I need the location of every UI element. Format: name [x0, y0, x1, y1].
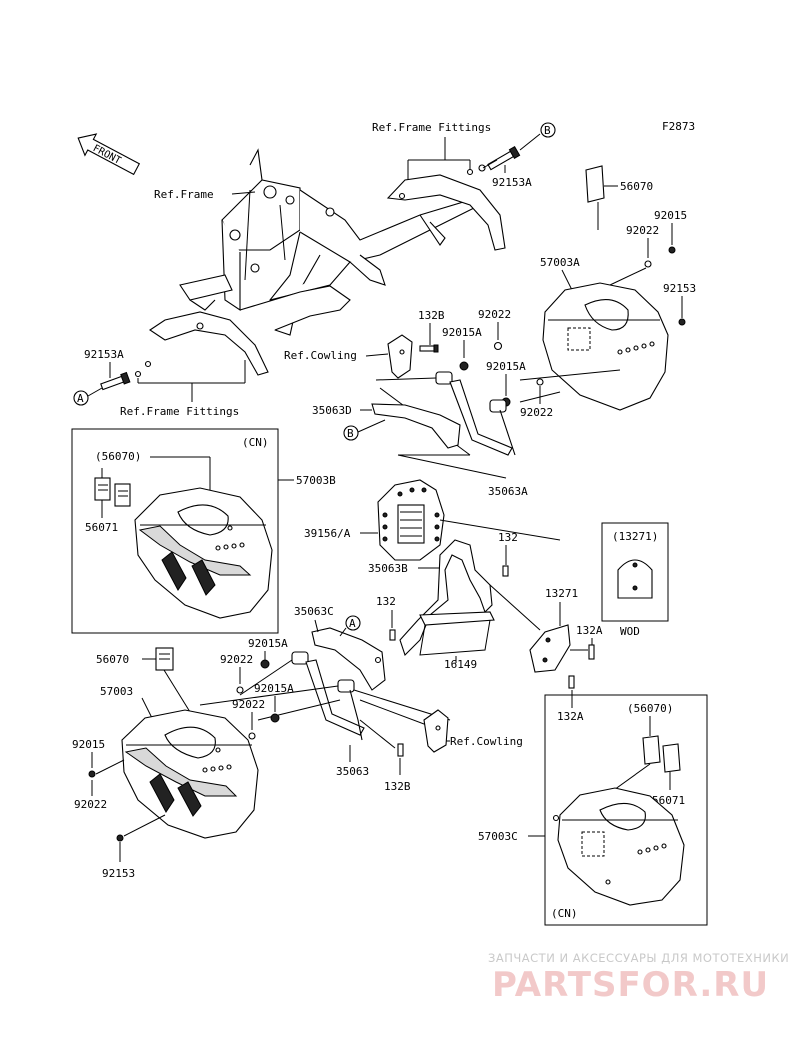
- label-ref-cowling-bottom: Ref.Cowling: [450, 735, 523, 748]
- callout-b-mid: B: [343, 425, 359, 441]
- saddlebag-57003a: [542, 282, 669, 411]
- label-ref-frame-fittings-bottom: Ref.Frame Fittings: [120, 405, 239, 418]
- label-92022-low: 92022: [220, 653, 253, 666]
- cn-box-top: [71, 428, 279, 634]
- support-stay-35063: [291, 651, 365, 741]
- label-132-a: 132: [498, 531, 518, 544]
- callout-a-left: A: [73, 390, 89, 406]
- front-arrow: FRONT: [77, 133, 141, 176]
- sticker-56070-low: [155, 647, 174, 671]
- label-92022-low3: 92022: [74, 798, 107, 811]
- saddlebag-57003b: [134, 487, 273, 619]
- cowling-bracket-bottom: [423, 709, 449, 753]
- bolt-132a-b: [568, 675, 575, 689]
- label-57003b: 57003B: [296, 474, 336, 487]
- label-cn-top: (CN): [242, 436, 269, 449]
- svg-text:A: A: [349, 617, 356, 630]
- frame-fitting-rear: [386, 174, 506, 251]
- saddlebag-57003: [121, 709, 259, 839]
- label-56070-cn: (56070): [95, 450, 141, 463]
- label-132b-top: 132B: [418, 309, 445, 322]
- watermark-line2: PARTSFOR.RU: [492, 965, 769, 1005]
- bolt-132-a: [502, 565, 509, 577]
- label-92022-low2: 92022: [232, 698, 265, 711]
- sticker-56070-top: [585, 165, 605, 203]
- label-132b-low: 132B: [384, 780, 411, 793]
- saddlebag-57003c: [552, 787, 685, 906]
- label-39156a: 39156/A: [304, 527, 351, 540]
- label-cn-bottom: (CN): [551, 907, 578, 920]
- label-92015a-mid: 92015A: [442, 326, 482, 339]
- bolt-92153a-left: [100, 371, 131, 391]
- label-57003a: 57003A: [540, 256, 580, 269]
- diagram-code: F2873: [662, 120, 695, 133]
- svg-text:B: B: [544, 124, 551, 137]
- backrest-pad-39156a: [377, 479, 445, 561]
- label-35063d: 35063D: [312, 404, 352, 417]
- label-35063b: 35063B: [368, 562, 408, 575]
- label-92015-top: 92015: [654, 209, 687, 222]
- bolt-132b-top: [419, 344, 439, 353]
- stickers-56070-56071-box: [642, 735, 681, 773]
- cn-box-bottom: [544, 694, 708, 926]
- label-57003: 57003: [100, 685, 133, 698]
- plate-13271-wod: [617, 559, 653, 599]
- label-13271: 13271: [545, 587, 578, 600]
- bracket-35063c: [311, 627, 386, 691]
- bolt-132a-a: [588, 644, 595, 660]
- label-56070-box: (56070): [627, 702, 673, 715]
- label-92153-low: 92153: [102, 867, 135, 880]
- label-wod: WOD: [620, 625, 640, 638]
- label-92015-low: 92015: [72, 738, 105, 751]
- label-92153-top: 92153: [663, 282, 696, 295]
- label-16149: 16149: [444, 658, 477, 671]
- label-ref-frame: Ref.Frame: [154, 188, 214, 201]
- label-92022-top: 92022: [626, 224, 659, 237]
- watermark-line1: ЗАПЧАСТИ И АКСЕССУАРЫ ДЛЯ МОТОТЕХНИКИ: [488, 951, 789, 965]
- stickers-56070-56071-cn: [94, 477, 131, 507]
- label-ref-cowling-top: Ref.Cowling: [284, 349, 357, 362]
- label-92015a-low2: 92015A: [254, 682, 294, 695]
- label-35063: 35063: [336, 765, 369, 778]
- label-132a-a: 132A: [576, 624, 603, 637]
- frame-fitting-front: [149, 311, 269, 376]
- label-ref-frame-fittings-top: Ref.Frame Fittings: [372, 121, 491, 134]
- backrest-frame-35063b: [399, 539, 495, 657]
- label-132a-b: 132A: [557, 710, 584, 723]
- label-35063a: 35063A: [488, 485, 528, 498]
- label-56071-box: 56071: [652, 794, 685, 807]
- label-92153a-top: 92153A: [492, 176, 532, 189]
- support-stay-35063a: [435, 371, 516, 456]
- label-56071-cn: 56071: [85, 521, 118, 534]
- bracket-35063d: [371, 403, 461, 449]
- label-56070-top: 56070: [620, 180, 653, 193]
- callout-a-mid: A: [345, 615, 361, 631]
- callout-b-top: B: [540, 122, 556, 138]
- bolt-132b-low: [397, 743, 404, 757]
- cowling-bracket-top: [387, 334, 413, 379]
- label-132-b: 132: [376, 595, 396, 608]
- svg-text:B: B: [347, 427, 354, 440]
- label-35063c: 35063C: [294, 605, 334, 618]
- label-92015a-low: 92015A: [248, 637, 288, 650]
- label-92015a-mid2: 92015A: [486, 360, 526, 373]
- bolt-132-b: [389, 629, 396, 641]
- label-92153a-left: 92153A: [84, 348, 124, 361]
- label-13271-box: (13271): [612, 530, 658, 543]
- box-13271-wod: [601, 522, 669, 622]
- bolt-92153a-top: [487, 145, 521, 171]
- label-56070-low: 56070: [96, 653, 129, 666]
- label-92022-mid2: 92022: [520, 406, 553, 419]
- label-57003c: 57003C: [478, 830, 518, 843]
- svg-text:A: A: [77, 392, 84, 405]
- plate-13271: [529, 624, 571, 673]
- label-92022-mid: 92022: [478, 308, 511, 321]
